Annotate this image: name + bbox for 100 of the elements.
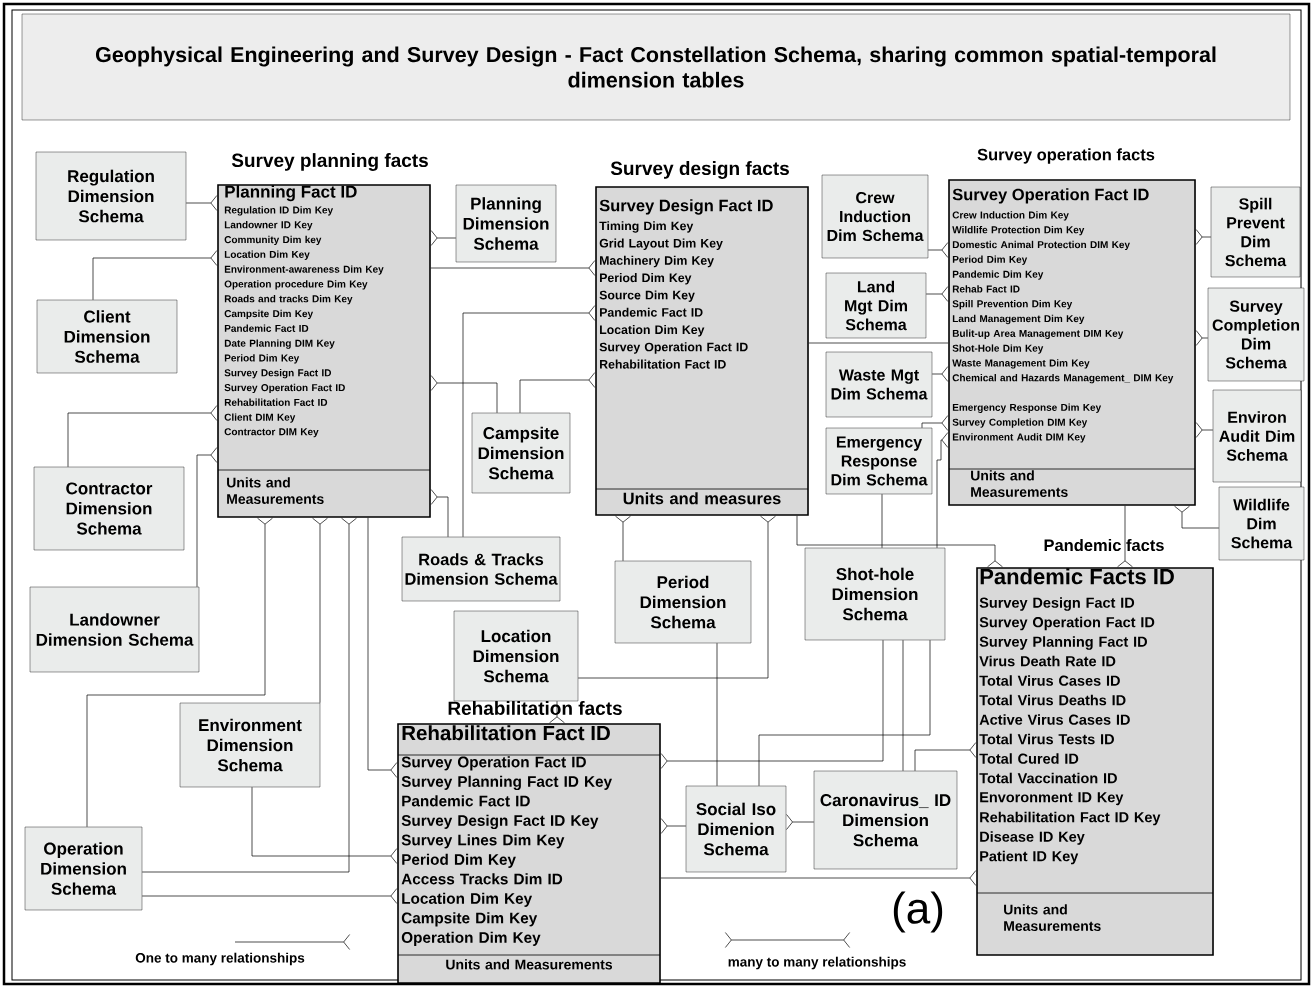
table-field: Roads and tracks Dim Key (224, 295, 353, 305)
table-field: Period Dim Key (600, 273, 692, 285)
dimension-box: Shot-hole Dimension Schema (804, 547, 946, 641)
table-field: Client DIM Key (224, 413, 296, 423)
dimension-box: Emergency Response Dim Schema (825, 427, 933, 495)
table-field: Total Cured ID (979, 753, 1079, 764)
table-field: Patient ID Key (980, 850, 1079, 865)
relationship-line (902, 639, 904, 772)
units-label: Units and Measurements (1004, 904, 1101, 931)
table-field: Total Virus Tests ID (979, 733, 1114, 745)
relationship-line (914, 742, 977, 772)
table-heading: Planning Fact ID (225, 185, 357, 202)
relationship-line (67, 405, 218, 468)
table-field: Shot-Hole Dim Key (952, 344, 1044, 354)
table-field: Emergency Response Dim Key (952, 403, 1102, 413)
table-field: Disease ID Key (980, 831, 1085, 845)
relationship-line (758, 639, 931, 787)
table-field: Pandemic Fact ID (600, 307, 703, 317)
table-field: Pandemic Fact ID (402, 795, 530, 807)
relationship-line (1195, 422, 1214, 438)
dimension-box: Waste Mgt Dim Schema (825, 351, 933, 418)
table-field: Rehabilitation Fact ID (600, 359, 726, 369)
relationship-line (462, 305, 596, 538)
relationship-line (786, 814, 815, 830)
table-field: Survey Planning Fact ID Key (401, 775, 612, 791)
relationship-line (1195, 330, 1209, 346)
dimension-box: Planning Dimension Schema (455, 184, 557, 263)
table-field: Virus Death Rate ID (979, 655, 1116, 667)
relationship-line (660, 818, 687, 834)
table-title: Rehabilitation facts (448, 701, 622, 715)
table-field: Rehabilitation Fact ID Key (980, 811, 1161, 826)
dimension-box: Environment Dimension Schema (179, 702, 321, 788)
table-field: Pandemic Fact ID (224, 324, 309, 332)
table-field: Survey Operation Fact ID (401, 756, 586, 771)
dimension-box: Contractor Dimension Schema (33, 466, 185, 551)
table-field: Operation procedure Dim Key (224, 280, 368, 290)
dimension-box: Social Iso Dimenion Schema (685, 785, 787, 873)
relationship-line (141, 888, 398, 904)
table-field: Contractor DIM Key (224, 428, 319, 438)
table-field: Survey Design Fact ID (979, 597, 1135, 611)
table-field: Bulit-up Area Management DIM Key (952, 329, 1124, 339)
relationship-line (716, 642, 718, 787)
dimension-box: Operation Dimension Schema (24, 826, 143, 911)
relationship-line (430, 230, 457, 246)
table-field: Rehab Fact ID (952, 285, 1020, 293)
table-heading: Pandemic Facts ID (980, 568, 1174, 585)
dimension-box: Roads & Tracks Dimension Schema (401, 536, 561, 602)
table-field: Environment-awareness Dim Key (224, 265, 384, 275)
relationship-line (925, 286, 949, 302)
table-field: Regulation ID Dim Key (224, 206, 334, 216)
table-field: Location Dim Key (224, 250, 310, 260)
dimension-box: Environ Audit Dim Schema (1212, 389, 1302, 483)
relationship-line (549, 700, 565, 724)
dimension-box: Regulation Dimension Schema (35, 151, 187, 241)
table-field: Operation Dim Key (401, 931, 541, 946)
dimension-box: Land Mgt Dim Schema (825, 272, 927, 339)
table-field: Survey Planning Fact ID (979, 636, 1147, 650)
relationship-line (1174, 505, 1220, 529)
table-field: Total Virus Deaths ID (979, 694, 1126, 706)
table-heading: Survey Design Fact ID (599, 199, 773, 215)
dimension-box: Client Dimension Schema (36, 299, 178, 374)
table-field: Domestic Animal Protection DIM Key (952, 240, 1130, 251)
table-field: Community Dim key (224, 235, 322, 246)
table-field: Survey Design Fact ID Key (401, 814, 599, 830)
legend-label: many to many relationships (728, 956, 906, 970)
table-field: Survey Completion DIM Key (952, 418, 1088, 428)
relationship-line (430, 489, 449, 538)
table-field: Campsite Dim Key (224, 309, 314, 320)
relationship-line (312, 517, 328, 704)
table-title: Pandemic facts (1044, 538, 1164, 552)
table-field: Survey Operation Fact ID (979, 616, 1155, 631)
table-field: Period Dim Key (402, 853, 516, 868)
table-field: Date Planning DIM Key (224, 339, 335, 349)
table-field: Active Virus Cases ID (979, 714, 1130, 725)
table-heading: Survey Operation Fact ID (952, 188, 1149, 204)
units-label: Units and measures (623, 492, 781, 505)
table-field: Access Tracks Dim ID (401, 873, 563, 885)
table-field: Campsite Dim Key (401, 912, 538, 927)
relationship-line (430, 375, 498, 414)
table-field: Total Virus Cases ID (979, 675, 1120, 686)
table-field: Total Vaccination ID (979, 772, 1117, 784)
figure-letter: (a) (893, 891, 943, 933)
relationship-line (577, 515, 776, 679)
table-field: Period Dim Key (224, 354, 300, 364)
relationship-line (660, 639, 884, 769)
table-field: Survey Operation Fact ID (599, 342, 748, 354)
table-field: Timing Dim Key (599, 221, 694, 233)
table-title: Survey operation facts (977, 148, 1155, 164)
table-field: Period Dim Key (952, 255, 1028, 265)
relationship-line (86, 517, 273, 828)
dimension-box: Location Dimension Schema (453, 610, 579, 702)
relationship-line (367, 517, 398, 778)
table-field: Location Dim Key (600, 325, 705, 337)
table-field: Location Dim Key (402, 892, 533, 907)
table-title: Survey design facts (610, 161, 789, 179)
relationship-line (615, 515, 631, 562)
dimension-box: Crew Induction Dim Schema (821, 174, 929, 259)
table-field: Survey Design Fact ID (224, 369, 332, 379)
legend-label: One to many relationships (135, 952, 305, 966)
relationship-line (660, 870, 977, 886)
